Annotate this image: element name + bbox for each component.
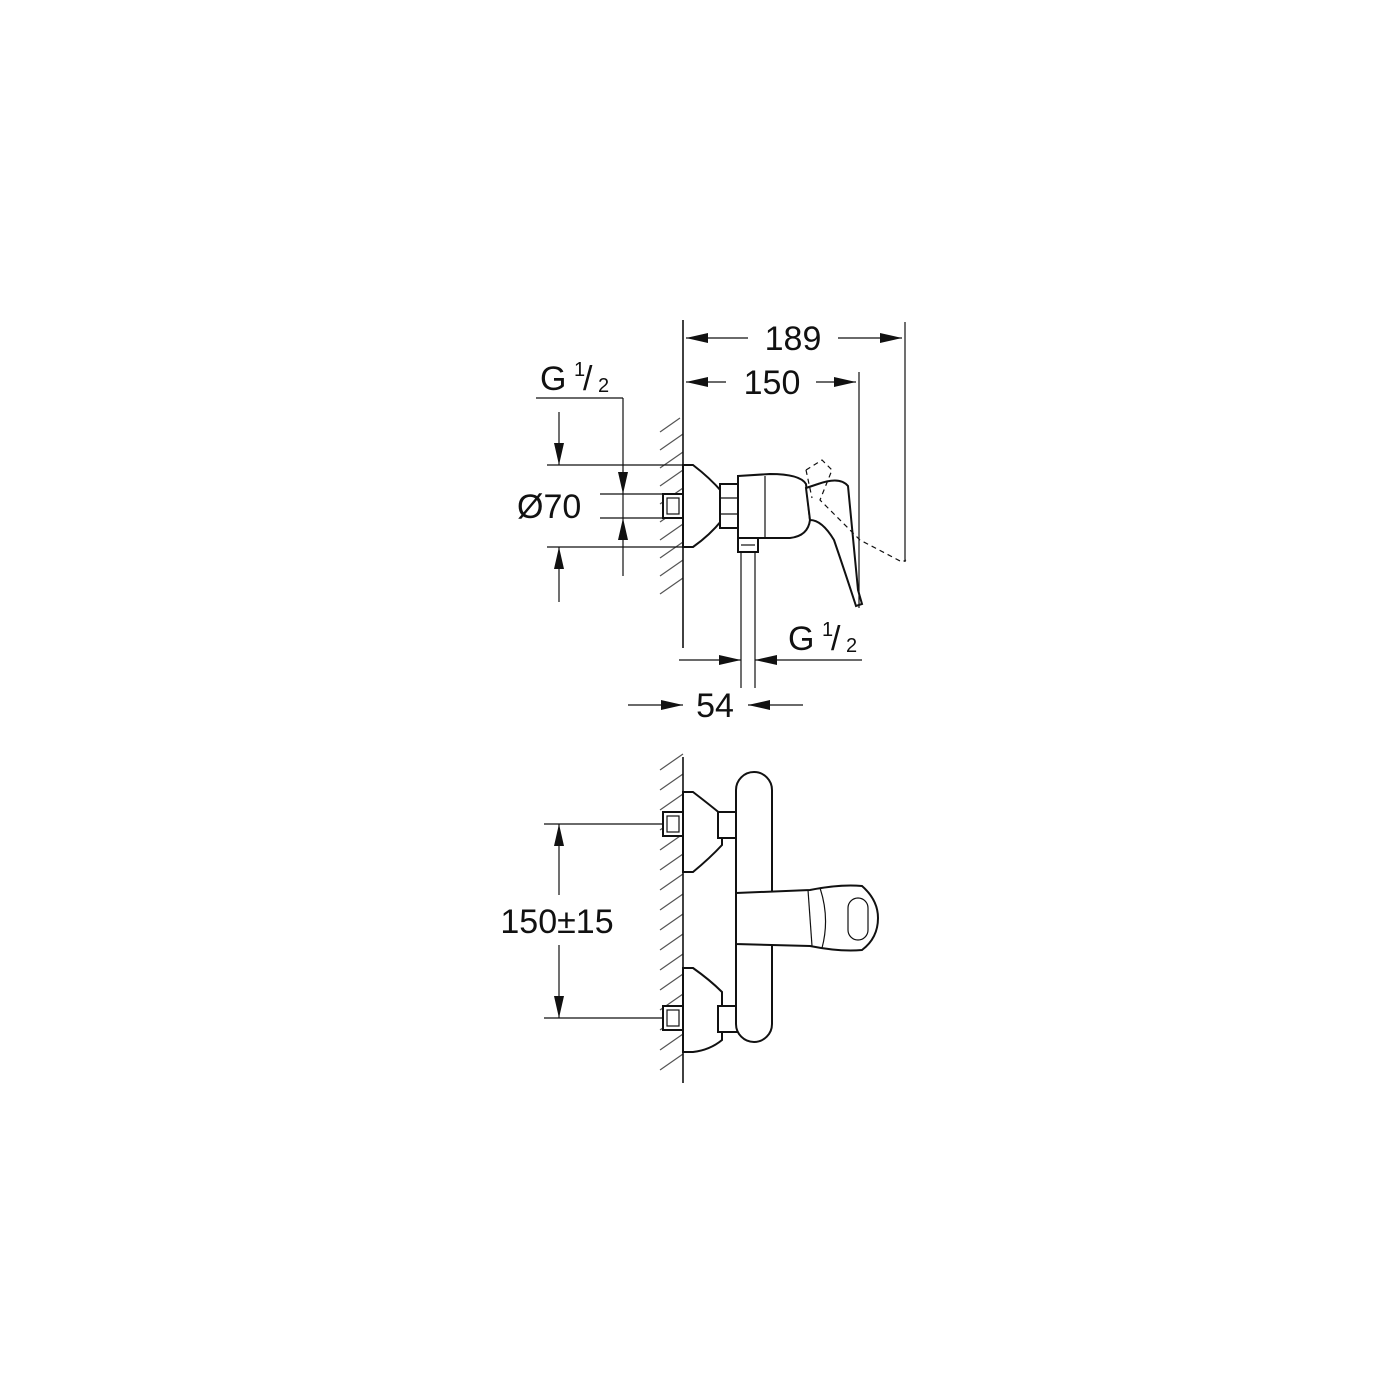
dim-inlet-spacing: 150±15 <box>500 823 663 1019</box>
front-view: 150±15 <box>500 753 880 1083</box>
dim-outlet-thread: G 1 / 2 <box>679 619 862 665</box>
dim-inlet-thread: G 1 / 2 <box>536 359 663 576</box>
dim-150-label: 150 <box>744 364 801 402</box>
lever-open-position <box>805 459 907 563</box>
escutcheon-side <box>682 464 723 548</box>
mixer-body-side <box>737 472 812 539</box>
escutcheon-diameter-label: Ø70 <box>517 488 581 526</box>
lower-escutcheon <box>682 967 723 1053</box>
lever-tip-opening <box>847 897 869 941</box>
outlet-thread-den: 2 <box>846 635 857 657</box>
upper-escutcheon <box>682 791 723 873</box>
inlet-thread-num: 1 <box>574 359 585 381</box>
svg-text:/: / <box>583 360 593 398</box>
dim-54-label: 54 <box>696 687 734 725</box>
lever-side <box>804 479 864 608</box>
dim-54: 54 <box>628 687 803 725</box>
outlet-thread-letter: G <box>788 620 814 658</box>
inlet-thread-letter: G <box>540 360 566 398</box>
inlet-spacing-label: 150±15 <box>500 903 613 941</box>
side-view: 189 150 G 1 / 2 <box>517 320 907 725</box>
svg-text:/: / <box>831 620 841 658</box>
inlet-thread-den: 2 <box>598 375 609 397</box>
dim-189: 189 <box>686 320 906 562</box>
wall-hatching-front <box>659 753 684 1071</box>
lever-front <box>735 884 880 952</box>
dim-escutcheon: Ø70 <box>517 412 683 602</box>
hex-nut-side <box>719 483 739 529</box>
outlet-thread-num: 1 <box>822 619 833 641</box>
dim-189-label: 189 <box>765 320 822 358</box>
dim-150: 150 <box>686 364 860 608</box>
